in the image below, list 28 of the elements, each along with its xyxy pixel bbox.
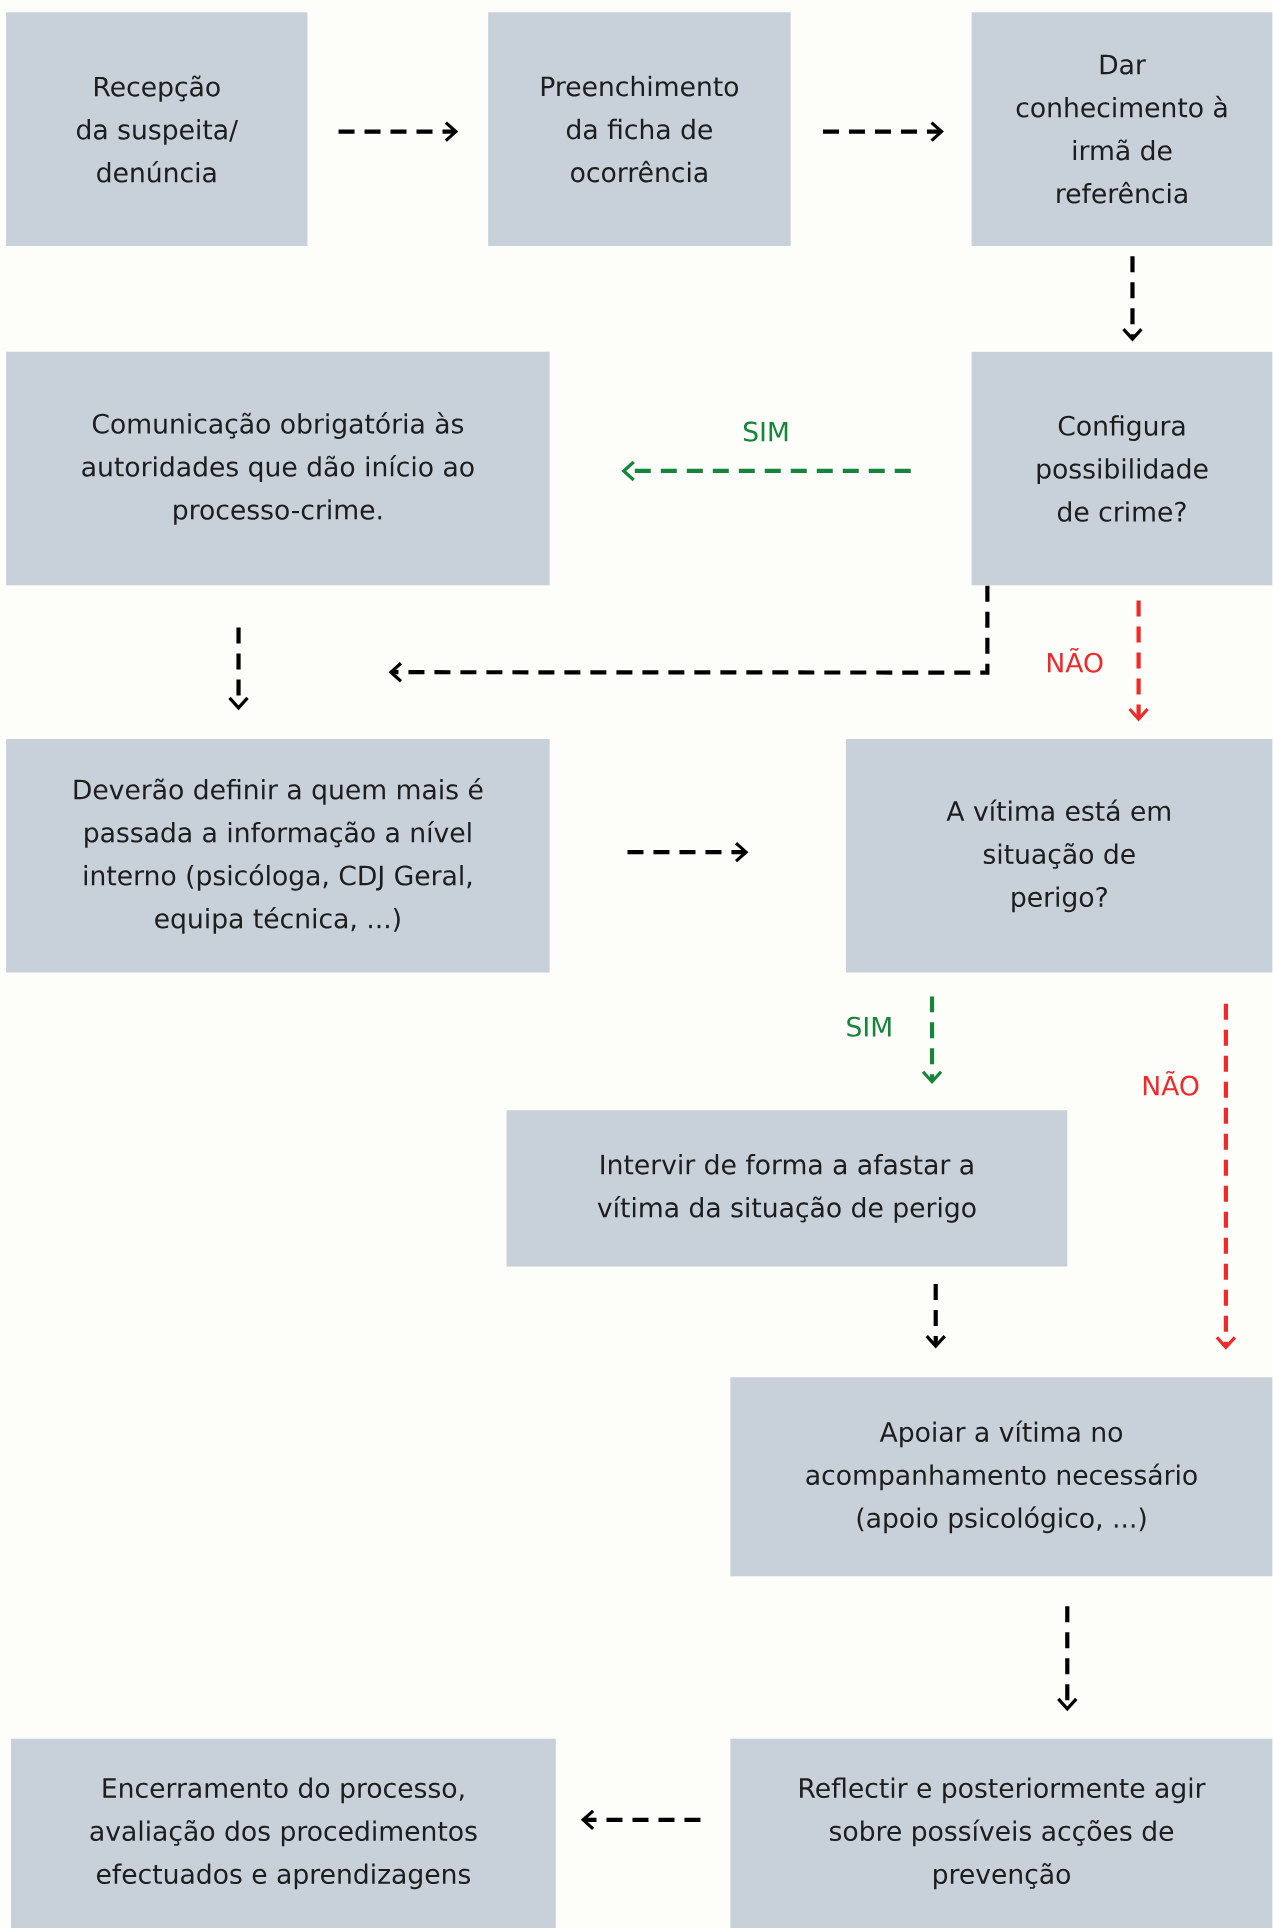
process-box: Deverão definir a quem mais é passada a informação a nível interno (psicóloga, CDJ Geral, equipa técnica, ...) (6, 739, 550, 973)
process-box: Apoiar a vítima no acompanhamento necessário (apoio psicológico, ...) (730, 1377, 1273, 1577)
process-box: Dar conhecimento à irmã de referência (971, 12, 1273, 246)
process-box: Comunicação obrigatória às autoridades que dão início ao processo-crime. (6, 351, 550, 586)
process-box: Reflectir e posteriormente agir sobre possíveis acções de prevenção (730, 1738, 1273, 1928)
arrow (388, 585, 990, 683)
process-box: Intervir de forma a afastar a vítima da situação de perigo (506, 1110, 1068, 1267)
arrow (1122, 256, 1143, 342)
edge-label: NÃO (1139, 1068, 1203, 1098)
process-box: Recepção da suspeita/ denúncia (6, 12, 308, 246)
arrow (922, 996, 943, 1085)
edge-label: SIM (740, 419, 793, 444)
arrow (1215, 1003, 1237, 1350)
arrow (1128, 600, 1149, 722)
process-box: Preenchimento da ficha de ocorrência (488, 12, 791, 246)
arrow (338, 121, 459, 142)
process-box: Encerramento do processo, avaliação dos procedimentos efectuados e aprendizagens (11, 1738, 556, 1928)
arrow (621, 460, 911, 482)
arrow (228, 627, 249, 711)
edge-label: SIM (843, 1014, 896, 1039)
arrow (580, 1809, 701, 1830)
arrow (1057, 1606, 1078, 1712)
arrow (925, 1284, 947, 1349)
arrow (627, 841, 749, 863)
process-box: Configura possibilidade de crime? (971, 351, 1273, 586)
edge-label: NÃO (1043, 645, 1107, 675)
process-box: A vítima está em situação de perigo? (846, 739, 1273, 973)
arrow (823, 121, 945, 142)
